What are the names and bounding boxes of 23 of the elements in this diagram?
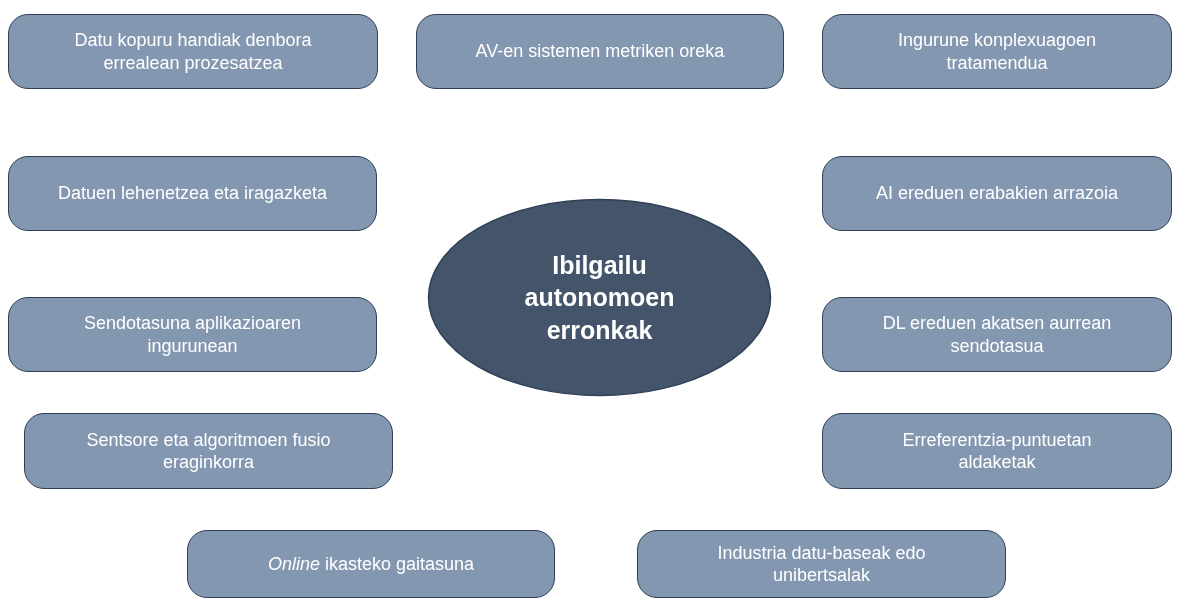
topic-text: Datu kopuru handiak denbora errealean prozesatzea bbox=[73, 29, 313, 74]
topic-text: Datuen lehenetzea eta iragazketa bbox=[57, 182, 328, 205]
topic-box bbox=[187, 530, 555, 598]
topic-box bbox=[8, 297, 377, 372]
topic-box bbox=[8, 14, 378, 89]
topic-box bbox=[822, 156, 1172, 231]
topic-text: DL ereduen akatsen aurrean sendotasua bbox=[881, 312, 1113, 357]
topic-text: Sentsore eta algoritmoen fusio eraginkorra bbox=[85, 428, 332, 474]
topic-text: Ingurune konplexuagoen tratamendua bbox=[896, 29, 1098, 74]
topic-text: AI ereduen erabakien arrazoia bbox=[875, 182, 1119, 205]
topic-box bbox=[416, 14, 784, 89]
topic-text: Industria datu-baseak edo unibertsalak bbox=[716, 541, 927, 587]
topic-box bbox=[822, 14, 1172, 89]
central-title: Ibilgailu autonomoen erronkak bbox=[523, 249, 676, 346]
topic-box bbox=[822, 413, 1172, 489]
topic-box bbox=[8, 156, 377, 231]
topic-text: AV-en sistemen metriken oreka bbox=[475, 40, 725, 63]
topic-box bbox=[24, 413, 393, 489]
topic-text: Sendotasuna aplikazioaren ingurunean bbox=[82, 312, 303, 357]
topic-box bbox=[637, 530, 1006, 598]
topic-text: Online ikasteko gaitasuna bbox=[267, 552, 475, 576]
topic-box bbox=[822, 297, 1172, 372]
topic-text: Erreferentzia-puntuetan aldaketak bbox=[901, 428, 1093, 474]
